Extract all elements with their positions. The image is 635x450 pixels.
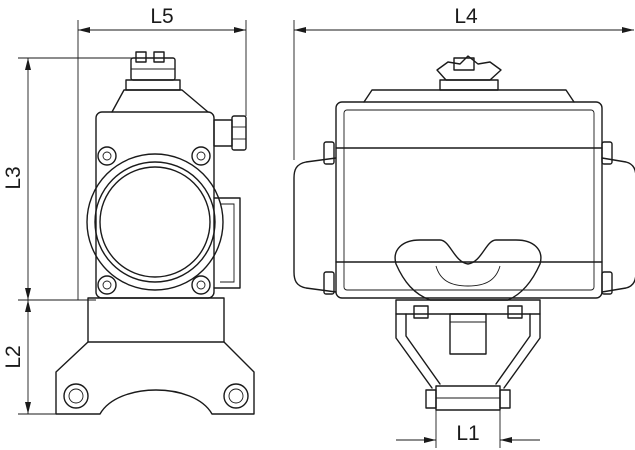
label-l1: L1 <box>456 422 479 445</box>
label-l3: L3 <box>2 166 25 189</box>
label-l5: L5 <box>150 5 173 28</box>
dimension-l4: L4 <box>293 5 634 160</box>
mounting-bracket-side <box>55 297 255 415</box>
dimension-l5: L5 <box>77 5 247 300</box>
dimension-l1: L1 <box>396 410 540 448</box>
label-l4: L4 <box>454 5 478 28</box>
front-view <box>293 55 635 411</box>
dimension-l2: L2 <box>2 300 56 415</box>
pinion-housing-front <box>394 239 542 301</box>
dimension-l3: L3 <box>2 57 134 301</box>
side-view <box>55 51 255 415</box>
actuator-body-side <box>95 111 247 299</box>
top-indicator-front <box>363 55 575 103</box>
cylinder-body-front <box>293 101 635 299</box>
end-cap-side <box>86 146 224 295</box>
top-indicator-side <box>111 51 209 113</box>
mounting-bracket-front <box>395 299 541 411</box>
label-l2: L2 <box>2 345 25 368</box>
